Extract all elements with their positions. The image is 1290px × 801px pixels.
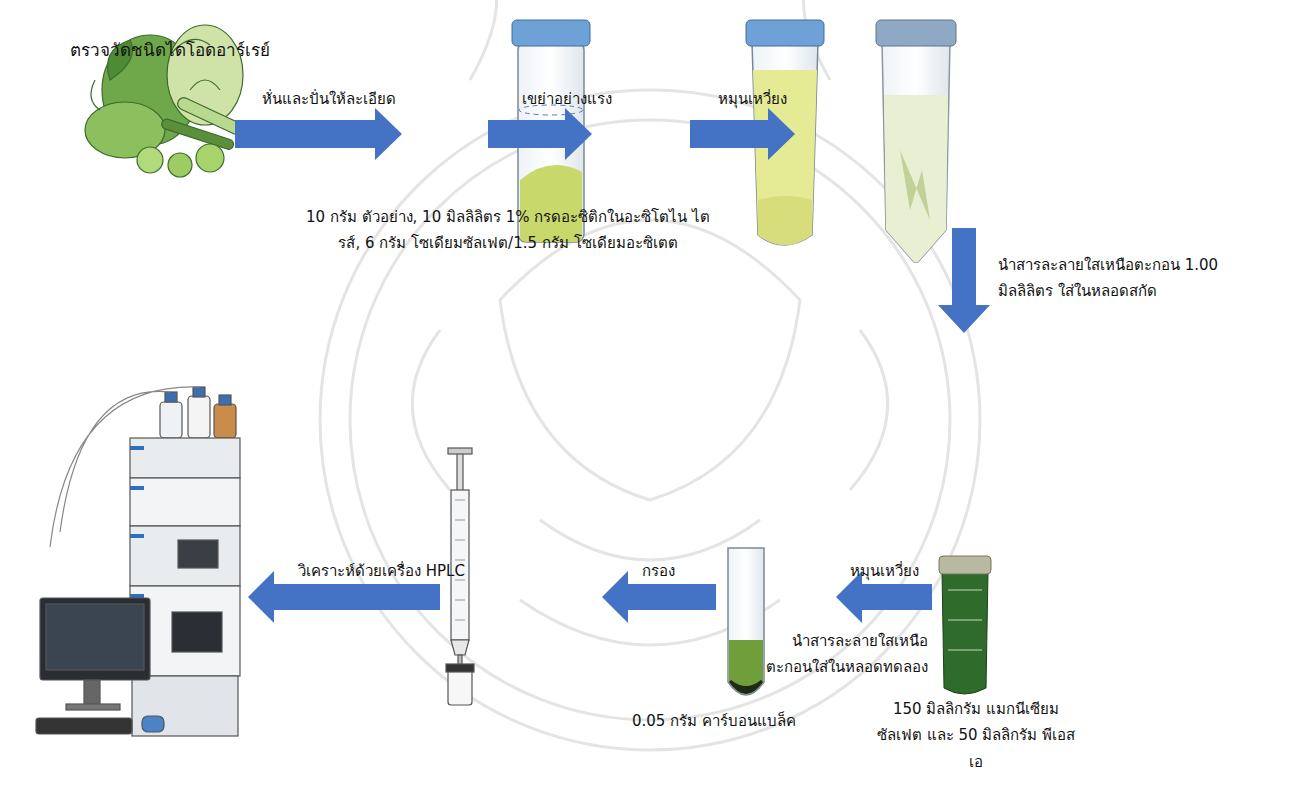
step-label: เขย่าอย่างแรง	[522, 86, 612, 112]
reagent-note: 10 กรัม ตัวอย่าง, 10 มิลลิลิตร 1% กรดอะซ…	[298, 204, 718, 257]
step-label: หมุนเหวี่ยง	[718, 86, 787, 112]
step-label: นำสารละลายใสเหนือ ตะกอนใส่ในหลอดทดลอง	[758, 628, 928, 681]
hplc-instrument	[36, 387, 240, 736]
reagent-note: 150 มิลลิกรัม แมกนีเซียมซัลเฟต และ 50 มิ…	[876, 696, 1076, 775]
step-label: วิเคราะห์ด้วยเครื่อง HPLC	[298, 558, 465, 584]
reagent-note: 0.05 กรัม คาร์บอนแบล็ค	[632, 708, 796, 734]
test-tube	[728, 548, 764, 695]
watermark	[320, 0, 980, 750]
flow-arrows	[235, 108, 990, 623]
step-label: หมุนเหวี่ยง	[850, 558, 919, 584]
heading-fragment: ตรวจวัดชนิดไดโอดอาร์เรย์	[70, 36, 270, 66]
step-label: กรอง	[642, 558, 675, 584]
tube-centrifuged	[876, 20, 956, 262]
step-label: หั่นและปั่นให้ละเอียด	[262, 86, 396, 112]
step-label: นำสารละลายใสเหนือตะกอน 1.00 มิลลิลิตร ใส…	[998, 252, 1238, 305]
extraction-tube	[939, 556, 991, 694]
